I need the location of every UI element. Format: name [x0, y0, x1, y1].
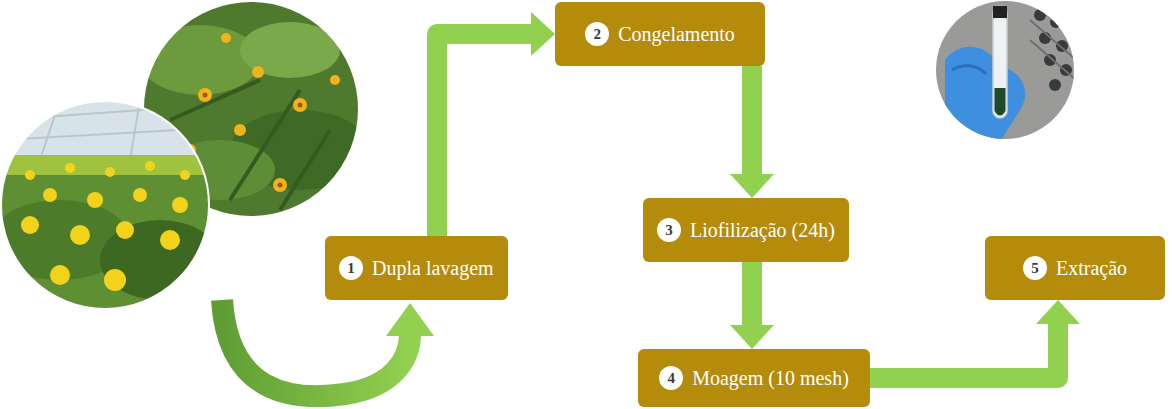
process-box: 3 Liofilização (24h) [643, 198, 849, 262]
step-number-text: 2 [593, 27, 601, 42]
process-box: 2 Congelamento [555, 2, 765, 66]
arrow-head [730, 325, 774, 349]
process-label: Extração [1056, 257, 1127, 279]
arrow-shaft [870, 322, 1058, 378]
arrow-head [1036, 300, 1080, 324]
process-label: Moagem (10 mesh) [692, 367, 849, 389]
arrow-shaft [437, 34, 533, 236]
flow-arrow [730, 262, 774, 349]
step-number-text: 4 [667, 371, 675, 386]
arrow-head [531, 12, 555, 56]
arrow-shaft [742, 66, 762, 176]
step-number: 4 [659, 366, 683, 390]
arrow-shaft [742, 262, 762, 327]
step-number: 1 [339, 256, 363, 280]
process-label: Congelamento [618, 23, 735, 45]
flow-arrow [437, 12, 555, 236]
greenhouse-photo [0, 100, 220, 312]
step-number-text: 1 [347, 261, 355, 276]
flow-arrow [730, 66, 774, 198]
step-number: 5 [1023, 256, 1047, 280]
process-box: 5 Extração [985, 236, 1165, 300]
step-number: 2 [585, 22, 609, 46]
step-number-text: 3 [665, 223, 673, 238]
process-box: 1 Dupla lavagem [325, 236, 508, 300]
process-box: 4 Moagem (10 mesh) [638, 349, 870, 407]
curved-arrow [222, 300, 434, 396]
process-label: Liofilização (24h) [690, 219, 835, 241]
process-label: Dupla lavagem [372, 257, 494, 279]
arrow-head [730, 174, 774, 198]
extract-photo [934, 0, 1076, 142]
step-number: 3 [657, 218, 681, 242]
step-number-text: 5 [1031, 261, 1039, 276]
flow-arrow [870, 300, 1080, 378]
